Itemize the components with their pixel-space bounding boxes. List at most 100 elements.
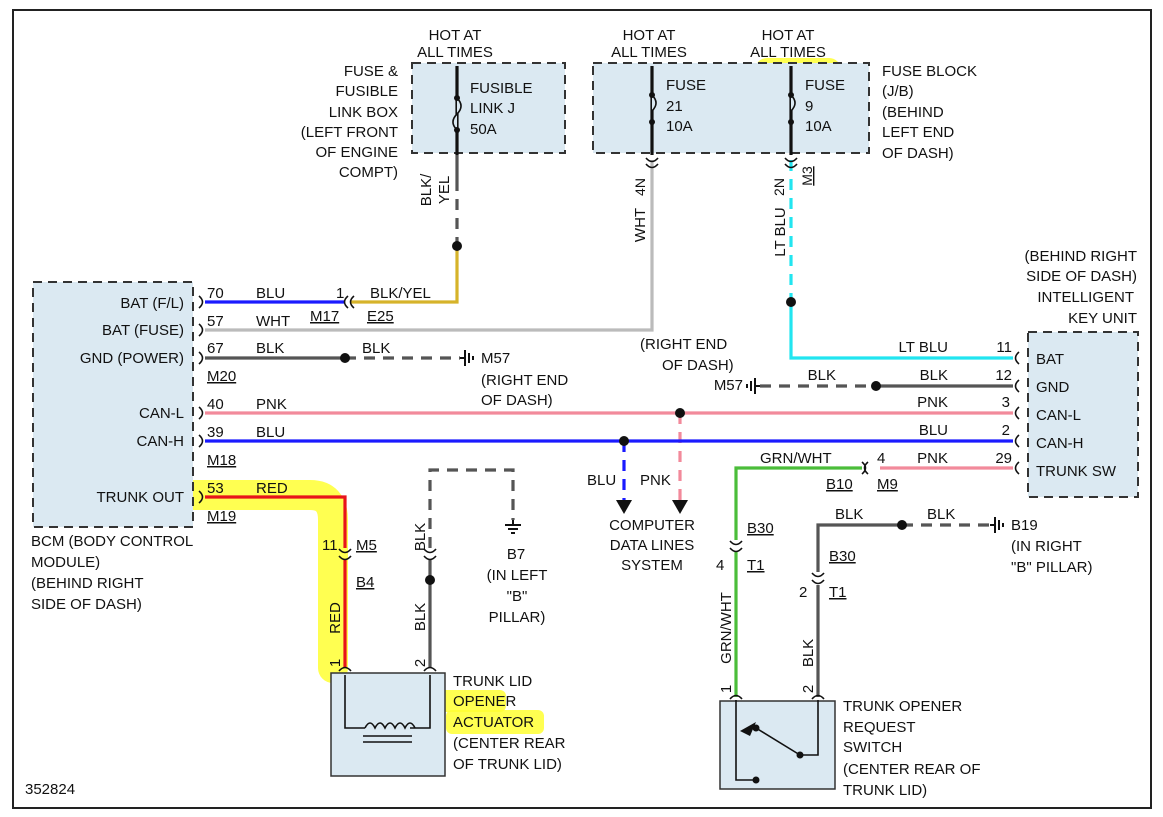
fuse-block-loc-4: LEFT END [882,124,954,141]
vertical-wire-labels: BLK/ YEL WHT LT BLU [418,173,789,257]
computer-label-3: SYSTEM [621,557,683,574]
w40-color: PNK [256,396,287,413]
w70-color2: BLK/YEL [370,285,431,302]
key-unit-texts: (BEHIND RIGHT SIDE OF DASH) INTELLIGENT … [1025,248,1138,480]
sw-blk-color: BLK [800,639,817,667]
sw-blk-pin2: 2 [800,685,817,693]
outer-frame [12,9,1152,809]
fuse9-label-2: 9 [805,98,813,115]
w70-conn2: E25 [367,308,394,325]
w67-conn: M20 [207,368,236,385]
key-unit-pin-can-h: CAN-H [1036,435,1084,452]
ku-bat-color: LT BLU [899,339,948,356]
ku-trunk-pin2: 4 [877,450,885,467]
bcm-pin-trunk-out: TRUNK OUT [97,489,185,506]
ku-trunk-conn1: B10 [826,476,853,493]
fuse-block-loc-3: (BEHIND [882,104,944,121]
fuse21-hot-2: ALL TIMES [611,44,687,61]
fuse-link-loc-4: (LEFT FRONT [301,124,398,141]
wht-label: WHT [632,208,649,242]
act-red: RED [327,602,344,634]
diagram-id: 352824 [25,781,75,798]
fusible-link-texts: HOT AT ALL TIMES FUSIBLE LINK J 50A FUSE… [301,27,533,181]
act-conn-bot: B4 [356,574,374,591]
fuse-block-texts: HOT AT ALL TIMES HOT AT ALL TIMES FUSE 2… [611,27,977,196]
key-unit-pin-gnd: GND [1036,379,1070,396]
bcm-loc-3: (BEHIND RIGHT [31,575,144,592]
sw-blk-top: BLK [835,506,863,523]
act-label-2: OPENER [453,693,517,710]
fuse-link-loc-2: FUSIBLE [335,83,398,100]
fuse9-conn: M3 [799,166,815,186]
lt-blu-label: LT BLU [772,207,789,256]
key-unit-pin-bat: BAT [1036,351,1064,368]
right-end-dash-2: OF DASH) [662,357,734,374]
ku-canh-color: BLU [919,422,948,439]
w67-pin: 67 [207,340,224,357]
fuse9-label-1: FUSE [805,77,845,94]
act-red-pin-top: 11 [322,537,338,554]
key-unit-loc-3: INTELLIGENT [1037,289,1134,306]
key-unit-loc-4: KEY UNIT [1068,310,1137,327]
computer-pnk: PNK [640,472,671,489]
sw-grn-conn-top: B30 [747,520,774,537]
actuator-texts: 11 M5 B4 RED 1 BLK BLK 2 B7 (IN LEFT "B"… [322,523,566,773]
sw-grn-conn: T1 [747,557,765,574]
ku-canl-pin: 3 [1002,394,1010,411]
key-unit-wire-labels: 11 LT BLU 12 BLK BLK M57 3 PNK 2 BLU 29 … [640,336,1012,493]
key-unit-pin-can-l: CAN-L [1036,407,1081,424]
fuse-link-hot-2: ALL TIMES [417,44,493,61]
sw-blk-pin: 2 [799,584,807,601]
blk-yel-label-1: BLK/ [418,173,435,206]
bcm-pin-bat-fl: BAT (F/L) [120,295,184,312]
computer-blu: BLU [587,472,616,489]
sw-ground: B19 [1011,517,1038,534]
sw-label-5: TRUNK LID) [843,782,927,799]
w67-ground-loc-2: OF DASH) [481,392,553,409]
ku-canh-pin: 2 [1002,422,1010,439]
w39-pin: 39 [207,424,224,441]
fuse-block-loc-5: OF DASH) [882,145,954,162]
wires [205,66,1013,781]
bcm-pin-bat-fuse: BAT (FUSE) [102,322,184,339]
w70-pin2: 1 [336,285,344,302]
act-red-pin: 1 [327,659,344,667]
ku-gnd-ground: M57 [714,377,743,394]
sw-grn-color: GRN/WHT [718,592,735,664]
computer-label-1: COMPUTER [609,517,695,534]
fuse-link-loc-5: OF ENGINE [315,144,398,161]
act-label-1: TRUNK LID [453,673,532,690]
computer-label-2: DATA LINES [610,537,694,554]
bcm-loc-2: MODULE) [31,554,100,571]
w67-color2: BLK [362,340,390,357]
fuse21-label-1: FUSE [666,77,706,94]
sw-blk-top2: BLK [927,506,955,523]
fuse9-hot-2: ALL TIMES [750,44,826,61]
bcm-pin-can-l: CAN-L [139,405,184,422]
connectors [198,157,1020,700]
ku-trunk-color: PNK [917,450,948,467]
sw-grn-pin2: 1 [718,685,735,693]
key-unit-loc-1: (BEHIND RIGHT [1025,248,1138,265]
fuse-link-hot-1: HOT AT [429,27,482,44]
act-ground: B7 [507,546,525,563]
fuse-link-loc-3: LINK BOX [329,104,398,121]
fuse-link-loc-6: COMPT) [339,164,398,181]
act-label-5: OF TRUNK LID) [453,756,562,773]
bcm-box [32,281,194,528]
act-conn-top: M5 [356,537,377,554]
computer-data-texts: BLU PNK COMPUTER DATA LINES SYSTEM [587,472,695,574]
key-unit-pin-trunk-sw: TRUNK SW [1036,463,1117,480]
w67-ground: M57 [481,350,510,367]
fuse-block-box [592,62,870,154]
fusible-label-1: FUSIBLE [470,80,533,97]
ku-gnd-pin: 12 [995,367,1012,384]
fuse21-hot-1: HOT AT [623,27,676,44]
splice-dots [340,92,907,784]
act-ground-loc-3: PILLAR) [489,609,546,626]
bcm-loc-1: BCM (BODY CONTROL [31,533,193,550]
fuse9-pin: 2N [771,178,787,196]
w57-color: WHT [256,313,290,330]
w53-color: RED [256,480,288,497]
